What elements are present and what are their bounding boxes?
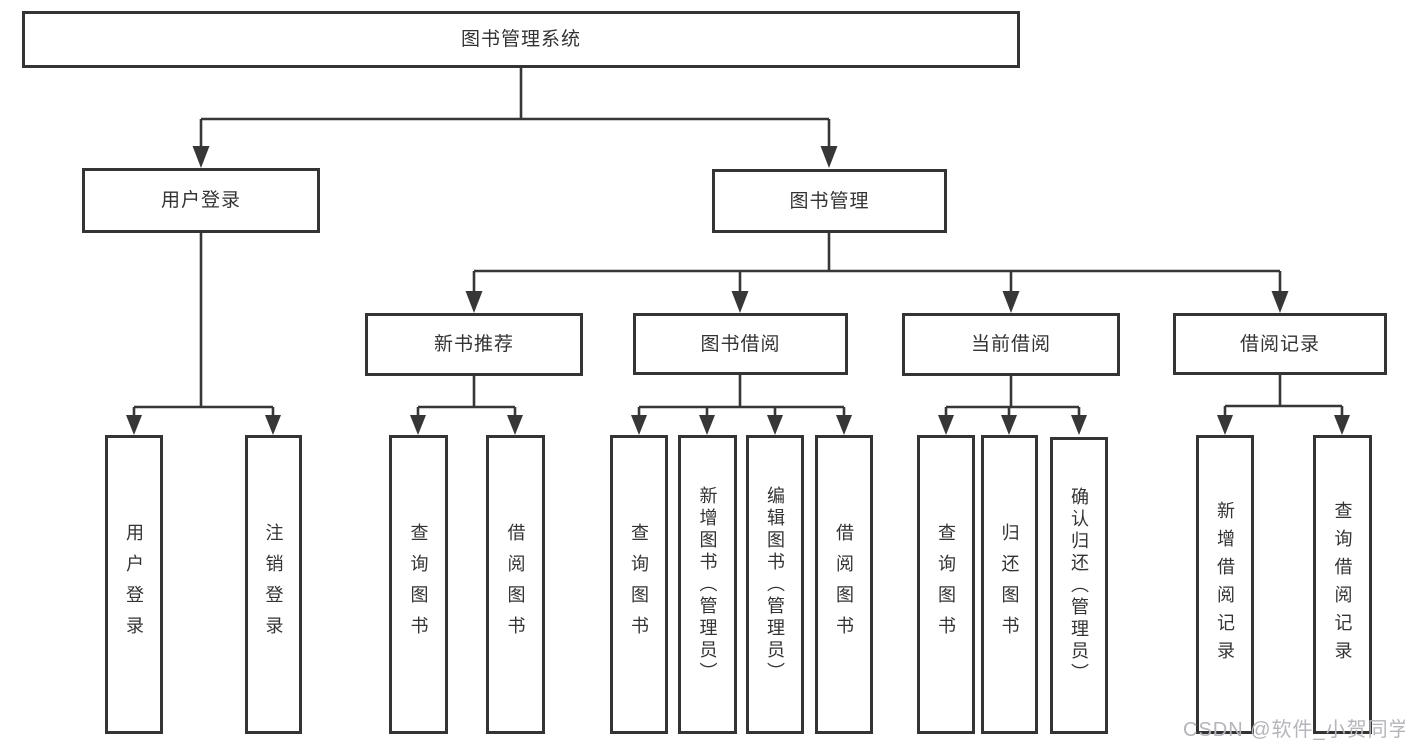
leaf-query-borrow-record: 查询借阅记录: [1313, 435, 1372, 734]
leaf-user-login: 用户登录: [105, 435, 163, 734]
leaf-logout: 注销登录: [245, 435, 302, 734]
node-root-library-system-label: 图书管理系统: [460, 29, 581, 50]
leaf-borrow-books-label: 借阅图书: [834, 522, 854, 647]
leaf-confirm-return-admin-label: 确认归还（管理员）: [1069, 486, 1089, 685]
leaf-edit-books-admin-label: 编辑图书（管理员）: [765, 485, 785, 684]
node-current-borrow: 当前借阅: [902, 313, 1120, 376]
leaf-borrow-books: 借阅图书: [815, 435, 873, 734]
leaf-add-books-admin-label: 新增图书（管理员）: [697, 485, 718, 684]
leaf-return-books: 归还图书: [981, 435, 1038, 734]
leaf-user-login-label: 用户登录: [124, 522, 144, 647]
leaf-recommend-borrow-books-label: 借阅图书: [505, 522, 526, 647]
leaf-borrow-query-books-label: 查询图书: [629, 522, 649, 647]
leaf-current-query-books-label: 查询图书: [936, 522, 956, 647]
leaf-logout-label: 注销登录: [263, 522, 284, 647]
leaf-add-books-admin: 新增图书（管理员）: [678, 435, 737, 734]
node-user-login-branch-label: 用户登录: [160, 190, 241, 211]
node-book-borrow: 图书借阅: [633, 313, 848, 375]
leaf-recommend-query-books-label: 查询图书: [408, 522, 429, 647]
leaf-current-query-books: 查询图书: [917, 435, 975, 734]
leaf-return-books-label: 归还图书: [999, 522, 1020, 647]
node-book-borrow-label: 图书借阅: [700, 333, 781, 355]
node-new-book-recommend-label: 新书推荐: [433, 334, 514, 355]
node-new-book-recommend: 新书推荐: [365, 313, 583, 376]
node-root-library-system: 图书管理系统: [22, 11, 1020, 68]
leaf-add-borrow-record-label: 新增借阅记录: [1215, 500, 1235, 669]
leaf-recommend-query-books: 查询图书: [389, 435, 448, 734]
leaf-query-borrow-record-label: 查询借阅记录: [1332, 500, 1353, 669]
leaf-recommend-borrow-books: 借阅图书: [486, 435, 545, 734]
leaf-edit-books-admin: 编辑图书（管理员）: [746, 435, 804, 734]
leaf-add-borrow-record: 新增借阅记录: [1196, 435, 1254, 734]
node-borrow-records: 借阅记录: [1173, 313, 1387, 375]
node-book-management-branch-label: 图书管理: [789, 190, 870, 212]
csdn-watermark: CSDN @软件_小贺同学: [1183, 719, 1405, 741]
node-borrow-records-label: 借阅记录: [1239, 333, 1320, 355]
leaf-borrow-query-books: 查询图书: [610, 435, 668, 734]
node-book-management-branch: 图书管理: [712, 169, 947, 233]
leaf-confirm-return-admin: 确认归还（管理员）: [1050, 437, 1108, 734]
node-user-login-branch: 用户登录: [82, 168, 320, 233]
node-current-borrow-label: 当前借阅: [970, 334, 1051, 355]
